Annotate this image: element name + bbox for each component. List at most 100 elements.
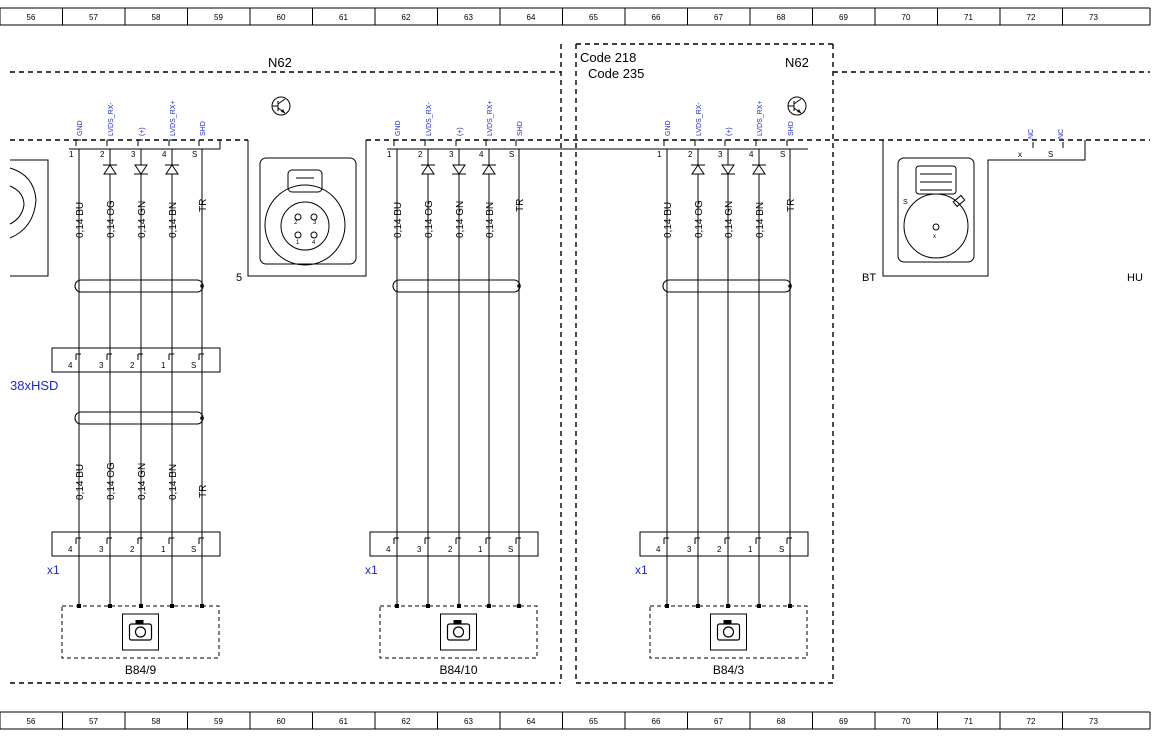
wire-label: 0,14 OG: [106, 200, 117, 238]
pin-number: 1: [69, 150, 74, 159]
pin-marker: [198, 537, 204, 544]
camera-pin: [457, 604, 461, 608]
x1-connector: [369, 531, 539, 557]
pin-number: 4: [656, 545, 661, 554]
pin-number: S: [779, 545, 784, 554]
pin-number: 3: [99, 361, 104, 370]
pin-number: 3: [718, 150, 723, 159]
pin-number: 1: [657, 150, 662, 159]
pin-number: S: [191, 545, 196, 554]
diode-icon: [452, 164, 466, 175]
pin-marker: [485, 537, 491, 544]
pin-marker: [663, 139, 669, 146]
grid-number: 66: [652, 717, 661, 726]
grid-number: 56: [27, 13, 36, 22]
pin-marker: [663, 537, 669, 544]
pin-marker: [786, 537, 792, 544]
camera-top: [135, 620, 144, 624]
grid-number: 60: [277, 13, 286, 22]
pin-marker: [694, 537, 700, 544]
grid-number: 72: [1027, 13, 1036, 22]
pin-number: 4: [68, 361, 73, 370]
pin-number: S: [509, 150, 514, 159]
signal-label: GND: [77, 120, 84, 136]
pin-number: 3: [131, 150, 136, 159]
x1-connector: [51, 531, 221, 557]
wire-label: TR: [198, 485, 209, 498]
hu-label: HU: [1127, 272, 1143, 284]
code-218-label: Code 218: [580, 50, 636, 65]
pin-marker: [75, 537, 81, 544]
diode-icon: [752, 164, 766, 175]
x1-label: x1: [365, 563, 378, 577]
camera-lens: [452, 626, 465, 638]
grid-number: 56: [27, 717, 36, 726]
cable-shield: [74, 279, 204, 293]
camera-pin: [170, 604, 174, 608]
shield-dot: [200, 284, 204, 288]
signal-label: GND: [665, 120, 672, 136]
bt-label: BT: [862, 272, 876, 284]
pin-number: 3: [687, 545, 692, 554]
grid-number: 68: [777, 717, 786, 726]
pin-marker: [168, 353, 174, 360]
grid-number: 62: [402, 13, 411, 22]
grid-number: 59: [214, 717, 223, 726]
pin-marker: [137, 353, 143, 360]
nc-pin-x: x: [1018, 150, 1022, 159]
grid-number: 69: [839, 717, 848, 726]
connector-pin-2: 2: [294, 220, 298, 226]
diode-icon: [691, 164, 705, 175]
transistor-icon: [787, 96, 807, 116]
signal-label: LVDS_RX-: [696, 102, 703, 136]
camera-lens: [722, 626, 735, 638]
pin-number: 1: [161, 361, 166, 370]
grid-number: 65: [589, 13, 598, 22]
pin-marker: [106, 139, 112, 146]
pin-marker: [106, 353, 112, 360]
grid-number: 64: [527, 13, 536, 22]
grid-number: 61: [339, 13, 348, 22]
hsd-connector-label: 38xHSD: [10, 378, 58, 393]
pin-number: 3: [417, 545, 422, 554]
hsd-connector: 2 3 1 4: [247, 140, 367, 277]
grid-number: 63: [464, 13, 473, 22]
grid-number: 65: [589, 717, 598, 726]
camera-pin: [757, 604, 761, 608]
signal-label: LVDS_RX-: [108, 102, 115, 136]
shield-dot: [517, 284, 521, 288]
wire-label: 0,14 BN: [485, 202, 496, 238]
cable-shield: [662, 279, 792, 293]
pin-marker: [137, 139, 143, 146]
pin-marker: [393, 537, 399, 544]
pin-marker: [168, 537, 174, 544]
camera-pin: [487, 604, 491, 608]
wire-label: 0,14 BN: [168, 464, 179, 500]
grid-number: 63: [464, 717, 473, 726]
bt-pin-x: x: [933, 234, 936, 240]
signal-label: (+): [726, 127, 733, 136]
grid-number: 58: [152, 13, 161, 22]
grid-number: 57: [89, 13, 98, 22]
pin-marker: [424, 537, 430, 544]
pin-marker: [424, 139, 430, 146]
pin-number: S: [508, 545, 513, 554]
nc-pin-s: S: [1048, 150, 1053, 159]
pin-marker: [485, 139, 491, 146]
pin-number: 4: [68, 545, 73, 554]
pin-5-label: 5: [236, 272, 242, 284]
camera-pin: [726, 604, 730, 608]
cable-shield: [74, 411, 204, 425]
bt-connector: S x: [882, 140, 1086, 277]
pin-number: 2: [100, 150, 105, 159]
pin-marker: [694, 139, 700, 146]
diode-icon: [103, 164, 117, 175]
pin-number: S: [191, 361, 196, 370]
pin-marker: [393, 139, 399, 146]
wire-label: 0,14 GN: [724, 201, 735, 238]
camera-icon: [710, 613, 747, 651]
pin-marker: [755, 139, 761, 146]
pin-marker: [137, 537, 143, 544]
camera-pin: [788, 604, 792, 608]
